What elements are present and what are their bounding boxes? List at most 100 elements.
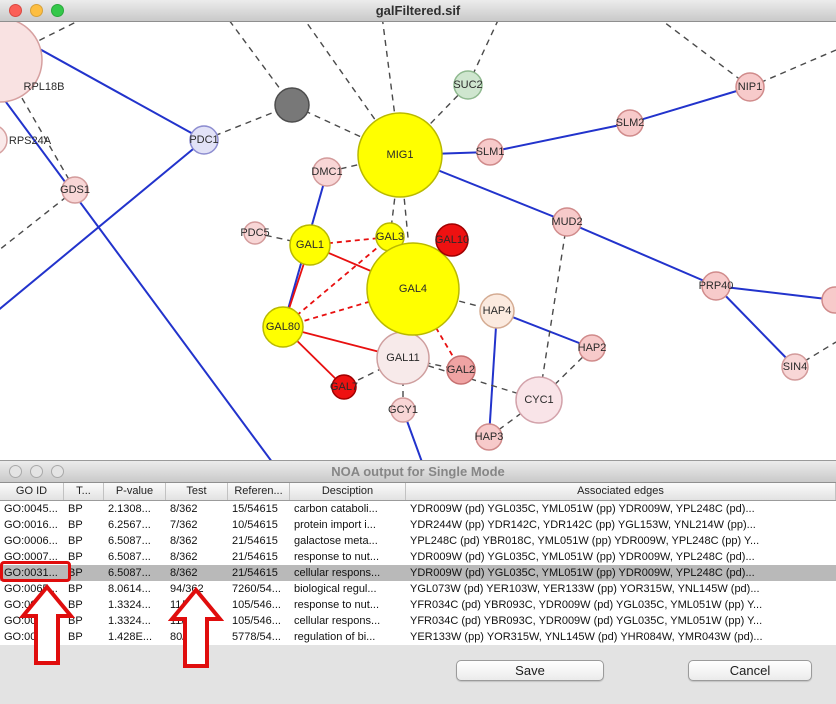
table-cell: cellular respons...	[294, 615, 381, 627]
node-PRP40[interactable]	[701, 271, 731, 301]
node-MIG1[interactable]	[357, 112, 443, 198]
annotation-arrow-up-goid	[19, 584, 75, 665]
table-cell: BP	[68, 535, 83, 547]
node-PDC1[interactable]	[189, 125, 219, 155]
edge-pp[interactable]	[0, 56, 278, 460]
table-cell: 8/362	[170, 551, 198, 563]
node-PDC5[interactable]	[243, 221, 267, 245]
node-NIP1[interactable]	[735, 72, 765, 102]
network-graph[interactable]: RPL18BRPS24AGDS1PDC1MIG1SUC2SLM1SLM2NIP1…	[0, 22, 836, 460]
table-row[interactable]: GO:0051...BP1.3324...11/362105/546...res…	[0, 597, 836, 613]
table-cell: 6.5087...	[108, 567, 151, 579]
table-cell: BP	[68, 503, 83, 515]
node-RPS24A[interactable]	[0, 125, 8, 155]
node-HAP2[interactable]	[578, 334, 606, 362]
node-RPL18B[interactable]	[0, 22, 43, 103]
save-button[interactable]: Save	[456, 660, 604, 681]
edge-pp[interactable]	[489, 122, 631, 153]
edge-pp[interactable]	[566, 221, 717, 287]
node-GAL1[interactable]	[289, 224, 331, 266]
column-header-5[interactable]: Desciption	[290, 483, 406, 500]
edge-dash[interactable]	[749, 49, 836, 88]
node-SLM2[interactable]	[616, 109, 644, 137]
column-header-0[interactable]: GO ID	[0, 483, 64, 500]
table-cell: 2.1308...	[108, 503, 151, 515]
edge-dash[interactable]	[291, 104, 401, 156]
noa-window-title: NOA output for Single Mode	[331, 464, 505, 479]
column-header-4[interactable]: Referen...	[228, 483, 290, 500]
node-SLM1[interactable]	[476, 138, 504, 166]
edge-reddash[interactable]	[412, 288, 462, 371]
table-cell: BP	[68, 599, 83, 611]
table-cell: carbon cataboli...	[294, 503, 378, 515]
annotation-highlight-box	[0, 561, 71, 582]
node-GAL7[interactable]	[331, 374, 357, 400]
table-cell: 1.428E...	[108, 631, 153, 643]
edge-dash[interactable]	[538, 221, 568, 401]
node-GAL4[interactable]	[366, 242, 460, 336]
column-header-2[interactable]: P-value	[104, 483, 166, 500]
table-cell: biological regul...	[294, 583, 377, 595]
table-cell: response to nut...	[294, 551, 379, 563]
edge-dash[interactable]	[226, 22, 293, 106]
edge-dash[interactable]	[794, 341, 836, 368]
network-titlebar[interactable]: galFiltered.sif	[0, 0, 836, 22]
node-SUC2[interactable]	[453, 70, 483, 100]
node-SIN4[interactable]	[781, 353, 809, 381]
minimize-button[interactable]	[30, 4, 43, 17]
node-GAL2[interactable]	[446, 355, 476, 385]
column-header-1[interactable]: T...	[64, 483, 104, 500]
node-GAL10[interactable]	[435, 223, 469, 257]
node-CYC1[interactable]	[515, 376, 563, 424]
node-GDS1[interactable]	[61, 176, 89, 204]
node-GAL11[interactable]	[376, 331, 430, 385]
table-cell: BP	[68, 567, 83, 579]
node-edge-node[interactable]	[821, 286, 836, 314]
noa-titlebar[interactable]: NOA output for Single Mode	[0, 461, 836, 483]
node-HAP4[interactable]	[479, 293, 515, 329]
column-header-6[interactable]: Associated edges	[406, 483, 836, 500]
edge-dash[interactable]	[0, 189, 76, 254]
close-button[interactable]	[9, 4, 22, 17]
node-label-RPS24A: RPS24A	[9, 135, 52, 147]
table-cell: 21/54615	[232, 567, 278, 579]
table-row[interactable]: GO:0031...BP1.3324...11/362105/546...cel…	[0, 613, 836, 629]
table-cell: response to nut...	[294, 599, 379, 611]
edge-pp[interactable]	[0, 139, 205, 312]
edge-pp[interactable]	[715, 285, 836, 301]
table-cell: 21/54615	[232, 551, 278, 563]
table-cell: GO:0006...	[4, 535, 58, 547]
close-button[interactable]	[9, 465, 22, 478]
cancel-button[interactable]: Cancel	[688, 660, 812, 681]
edge-pp[interactable]	[715, 285, 796, 368]
edge-pp[interactable]	[629, 86, 751, 124]
edge-dash[interactable]	[656, 22, 751, 88]
table-cell: 6.5087...	[108, 535, 151, 547]
zoom-button[interactable]	[51, 4, 64, 17]
minimize-button[interactable]	[30, 465, 43, 478]
table-cell: BP	[68, 583, 83, 595]
node-gray-node[interactable]	[274, 87, 310, 123]
table-cell: 8/362	[170, 535, 198, 547]
node-MUD2[interactable]	[552, 207, 582, 237]
network-window-title: galFiltered.sif	[375, 3, 461, 18]
table-cell: 6.5087...	[108, 551, 151, 563]
node-GCY1[interactable]	[390, 397, 416, 423]
node-HAP3[interactable]	[475, 423, 503, 451]
node-DMC1[interactable]	[312, 157, 342, 187]
table-cell: GO:0031...	[4, 567, 58, 579]
edge-pp[interactable]	[488, 310, 498, 438]
node-GAL80[interactable]	[262, 306, 304, 348]
table-row[interactable]: GO:0050...BP1.428E...80/3625778/54...reg…	[0, 629, 836, 645]
column-header-3[interactable]: Test	[166, 483, 228, 500]
zoom-button[interactable]	[51, 465, 64, 478]
